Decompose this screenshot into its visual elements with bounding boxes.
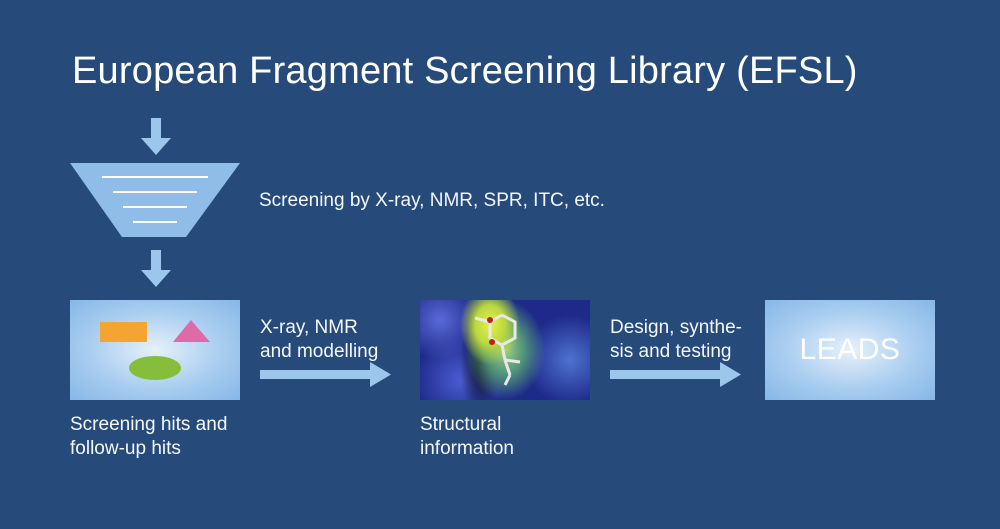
molecule-icon [474, 313, 521, 386]
structural-information-label: Structural information [420, 413, 514, 461]
screening-hits-box [70, 300, 240, 400]
structural-label-line: information [420, 438, 514, 459]
molecular-structure-image [420, 300, 590, 400]
page-title: European Fragment Screening Library (EFS… [72, 50, 858, 92]
xray-nmr-label: X-ray, NMR and modelling [260, 316, 378, 364]
funnel-icon [70, 163, 240, 237]
arrow2-label-line: Design, synthe- [610, 317, 743, 338]
leads-box: LEADS [765, 300, 935, 400]
screening-hits-label: Screening hits and follow-up hits [70, 413, 227, 461]
design-synthesis-label: Design, synthe- sis and testing [610, 316, 742, 364]
hits-label-line: follow-up hits [70, 438, 181, 459]
arrow1-label-line: and modelling [260, 341, 379, 362]
screening-methods-label: Screening by X-ray, NMR, SPR, ITC, etc. [259, 190, 605, 211]
arrow-right-icon [610, 362, 741, 387]
arrow1-label-line: X-ray, NMR [260, 317, 358, 338]
structural-label-line: Structural [420, 414, 502, 435]
hits-label-line: Screening hits and [70, 414, 228, 435]
arrow-down-icon [141, 250, 171, 287]
arrow-down-icon [141, 118, 171, 155]
leads-label: LEADS [799, 333, 901, 366]
arrow-right-icon [260, 362, 391, 387]
arrow2-label-line: sis and testing [610, 341, 732, 362]
fragment-shapes-icon [100, 320, 210, 380]
